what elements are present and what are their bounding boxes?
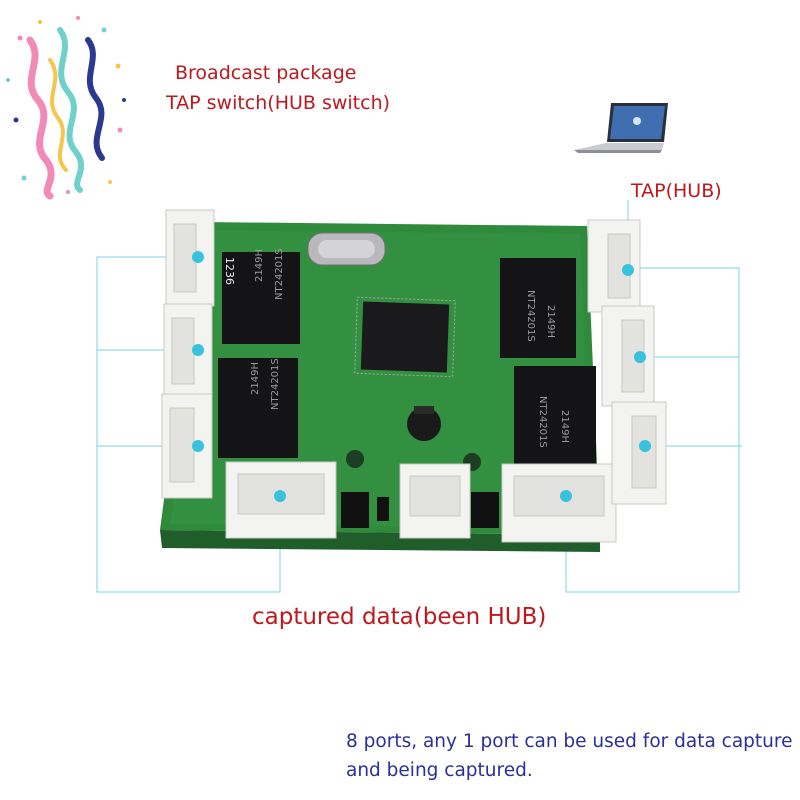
svg-text:2149H: 2149H <box>559 410 570 443</box>
mounting-hole <box>346 450 364 468</box>
svg-text:2149H: 2149H <box>250 362 261 395</box>
transformer-bottom-left: 2149H NT24201S <box>218 358 298 458</box>
port-right-3 <box>611 401 667 505</box>
port-right-2 <box>601 305 655 407</box>
feature-note-line-1: 8 ports, any 1 port can be used for data… <box>346 731 793 752</box>
port-left-2 <box>163 303 213 399</box>
port-bottom-3 <box>501 463 617 543</box>
svg-text:NT24201S: NT24201S <box>537 396 548 448</box>
main-chip <box>354 296 456 378</box>
transformer-top-left: 2149H NT24201S <box>222 248 300 344</box>
feature-note: 8 ports, any 1 port can be used for data… <box>346 727 792 785</box>
diode <box>341 492 369 528</box>
port-bottom-2 <box>399 463 471 539</box>
diode <box>471 492 499 528</box>
silkscreen-label: 1236 <box>223 257 236 285</box>
connector-dots <box>192 251 651 502</box>
port-left-1 <box>165 209 215 307</box>
captured-data-label: captured data(been HUB) <box>252 604 547 630</box>
title-line-1: Broadcast package <box>175 62 357 84</box>
title-line-2: TAP switch(HUB switch) <box>166 92 391 114</box>
inductor <box>407 407 441 441</box>
tap-label: TAP(HUB) <box>631 180 722 202</box>
feature-note-line-2: and being captured. <box>346 760 533 781</box>
confetti-decoration <box>6 16 126 200</box>
svg-text:2149H: 2149H <box>545 305 556 338</box>
port-left-3 <box>161 393 213 499</box>
svg-text:NT24201S: NT24201S <box>270 358 281 410</box>
laptop-icon <box>574 103 668 153</box>
transformer-top-right: NT24201S 2149H <box>500 258 576 358</box>
svg-text:2149H: 2149H <box>254 249 265 282</box>
transformer-bottom-right: NT24201S 2149H <box>514 366 596 470</box>
svg-text:NT24201S: NT24201S <box>274 248 285 300</box>
svg-text:NT24201S: NT24201S <box>525 290 536 342</box>
